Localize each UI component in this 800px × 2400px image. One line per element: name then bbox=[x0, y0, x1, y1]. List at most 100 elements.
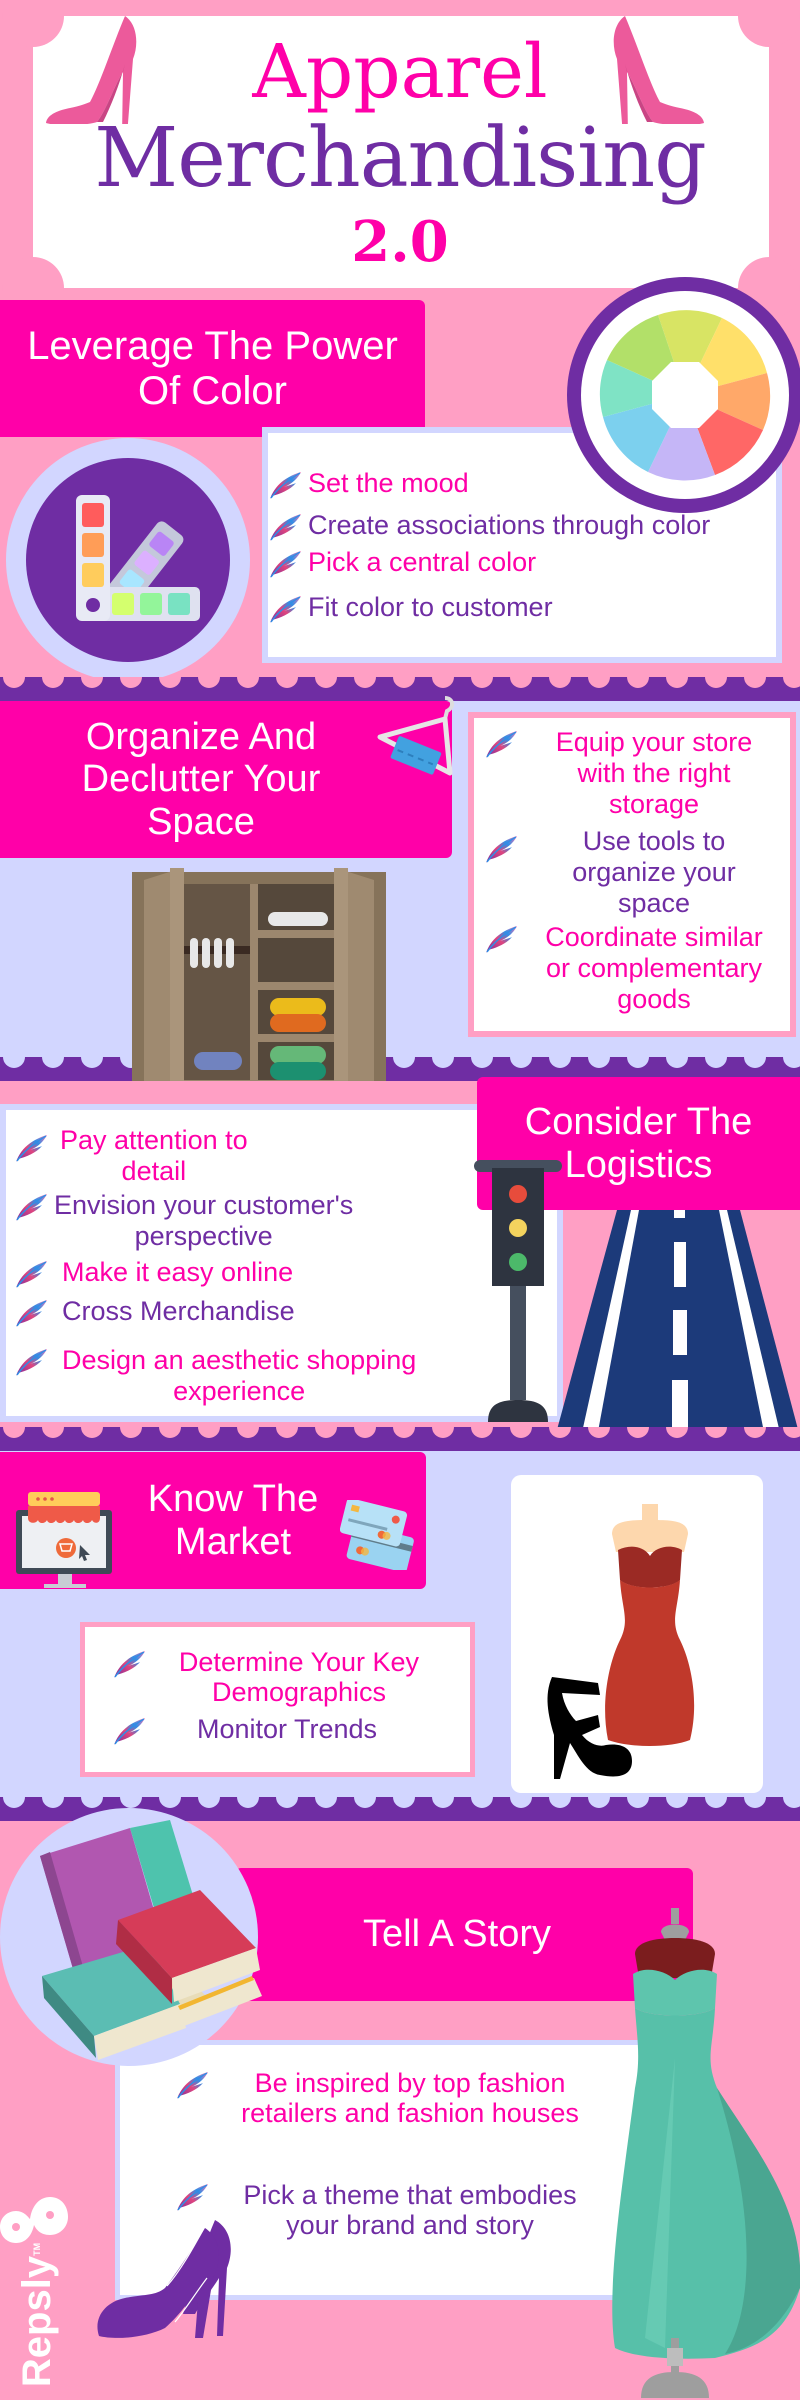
traffic-light-icon bbox=[474, 1160, 562, 1422]
title-apparel: Apparel bbox=[252, 29, 548, 115]
purple-heels-icon bbox=[97, 2220, 231, 2338]
scallop-bump bbox=[159, 1427, 181, 1438]
scallop-bump bbox=[120, 1057, 142, 1068]
scallop-bump bbox=[666, 1427, 688, 1438]
wardrobe-icon bbox=[132, 868, 386, 1120]
bullet-card-logistics bbox=[0, 1104, 563, 1422]
bullet-item: Cross Merchandise bbox=[14, 1296, 295, 1328]
scallop-bump bbox=[42, 1797, 64, 1808]
dress-mannequin-icon bbox=[605, 1504, 695, 1746]
scallop-divider bbox=[0, 677, 800, 701]
bullet-item: Coordinate similar or complementary good… bbox=[484, 922, 784, 1015]
scallop-bump bbox=[627, 1057, 649, 1068]
scallop-bump bbox=[783, 1057, 800, 1068]
scallop-bump bbox=[432, 1427, 454, 1438]
feather-bullet-icon bbox=[268, 470, 302, 500]
scallop-bump bbox=[549, 677, 571, 688]
scallop-bump bbox=[471, 1797, 493, 1808]
repsly-logo: RepslyTM bbox=[0, 2195, 90, 2387]
scallop-bump bbox=[276, 677, 298, 688]
scallop-bump bbox=[510, 1797, 532, 1808]
repsly-wordmark: RepslyTM bbox=[15, 2230, 59, 2400]
feather-bullet-icon bbox=[14, 1347, 48, 1377]
bullet-item: Monitor Trends bbox=[112, 1714, 422, 1746]
scallop-bump bbox=[120, 677, 142, 688]
scallop-bump bbox=[393, 1057, 415, 1068]
scallop-bump bbox=[42, 1057, 64, 1068]
pink-high-heel-icon bbox=[46, 16, 137, 124]
section-title-text: Know The Market bbox=[147, 1477, 319, 1563]
scallop-bump bbox=[237, 677, 259, 688]
brand-name: Repsly bbox=[15, 2255, 59, 2388]
feather-bullet-icon bbox=[14, 1133, 48, 1163]
scallop-bump bbox=[354, 1797, 376, 1808]
palette-circle-inner bbox=[26, 458, 230, 662]
repsly-logo-mark-icon bbox=[0, 2197, 68, 2243]
scallop-bump bbox=[627, 1797, 649, 1808]
feather-bullet-icon bbox=[484, 924, 518, 954]
scallop-bump bbox=[120, 1797, 142, 1808]
scallop-bump bbox=[588, 1057, 610, 1068]
scallop-bump bbox=[3, 1797, 25, 1808]
scallop-bump bbox=[471, 1057, 493, 1068]
bullet-item: Pick a theme that embodies your brand an… bbox=[175, 2180, 605, 2240]
bullet-item: Use tools to organize your space bbox=[484, 826, 784, 919]
scallop-bump bbox=[393, 1797, 415, 1808]
feather-bullet-icon bbox=[175, 2070, 209, 2100]
feather-bullet-icon bbox=[112, 1649, 146, 1679]
scallop-bump bbox=[549, 1057, 571, 1068]
scallop-bump bbox=[471, 677, 493, 688]
section-title-color: Leverage The Power Of Color bbox=[0, 300, 425, 437]
feather-bullet-icon bbox=[14, 1192, 48, 1222]
scallop-bump bbox=[471, 1427, 493, 1438]
scallop-bump bbox=[549, 1797, 571, 1808]
title-merchandising: Merchandising bbox=[94, 111, 706, 206]
feather-bullet-icon bbox=[112, 1716, 146, 1746]
scallop-bump bbox=[588, 1797, 610, 1808]
scallop-bump bbox=[744, 1427, 766, 1438]
scallop-bump bbox=[198, 1797, 220, 1808]
high-heel-sandal-icon bbox=[547, 1677, 632, 1779]
bullet-card-market bbox=[80, 1622, 475, 1777]
feather-bullet-icon bbox=[484, 834, 518, 864]
bullet-item: Determine Your Key Demographics bbox=[112, 1647, 452, 1707]
scallop-bump bbox=[783, 1797, 800, 1808]
title-card bbox=[2, 0, 800, 319]
feather-bullet-icon bbox=[175, 2182, 209, 2212]
scallop-bump bbox=[354, 677, 376, 688]
bullet-item: Pick a central color bbox=[268, 547, 536, 579]
scallop-bump bbox=[666, 677, 688, 688]
section-title-organize: Organize And Declutter Your Space bbox=[0, 701, 452, 858]
scallop-bump bbox=[198, 677, 220, 688]
scallop-bump bbox=[588, 1427, 610, 1438]
scallop-bump bbox=[393, 677, 415, 688]
feather-bullet-icon bbox=[268, 549, 302, 579]
bullet-item: Create associations through color bbox=[268, 510, 710, 542]
scallop-bump bbox=[237, 1797, 259, 1808]
bullet-item: Set the mood bbox=[268, 468, 469, 500]
scallop-bump bbox=[705, 1797, 727, 1808]
bullet-item: Design an aesthetic shopping experience bbox=[14, 1345, 416, 1407]
trademark: TM bbox=[32, 2242, 42, 2256]
scallop-bump bbox=[81, 1057, 103, 1068]
feather-bullet-icon bbox=[268, 594, 302, 624]
scallop-bump bbox=[744, 1797, 766, 1808]
scallop-bump bbox=[81, 1797, 103, 1808]
scallop-bump bbox=[705, 1427, 727, 1438]
scallop-bump bbox=[120, 1427, 142, 1438]
online-store-icon bbox=[16, 1492, 112, 1588]
scallop-bump bbox=[588, 677, 610, 688]
section-title-story: Tell A Story bbox=[235, 1868, 693, 2001]
scallop-bump bbox=[783, 677, 800, 688]
scallop-bump bbox=[3, 1427, 25, 1438]
feather-bullet-icon bbox=[14, 1259, 48, 1289]
scallop-bump bbox=[198, 1427, 220, 1438]
scallop-bump bbox=[510, 677, 532, 688]
scallop-bump bbox=[276, 1797, 298, 1808]
scallop-divider bbox=[0, 1427, 800, 1451]
feather-bullet-icon bbox=[484, 729, 518, 759]
scallop-bump bbox=[315, 1797, 337, 1808]
feather-bullet-icon bbox=[268, 512, 302, 542]
scallop-bump bbox=[159, 677, 181, 688]
bullet-item: Be inspired by top fashion retailers and… bbox=[175, 2068, 605, 2128]
